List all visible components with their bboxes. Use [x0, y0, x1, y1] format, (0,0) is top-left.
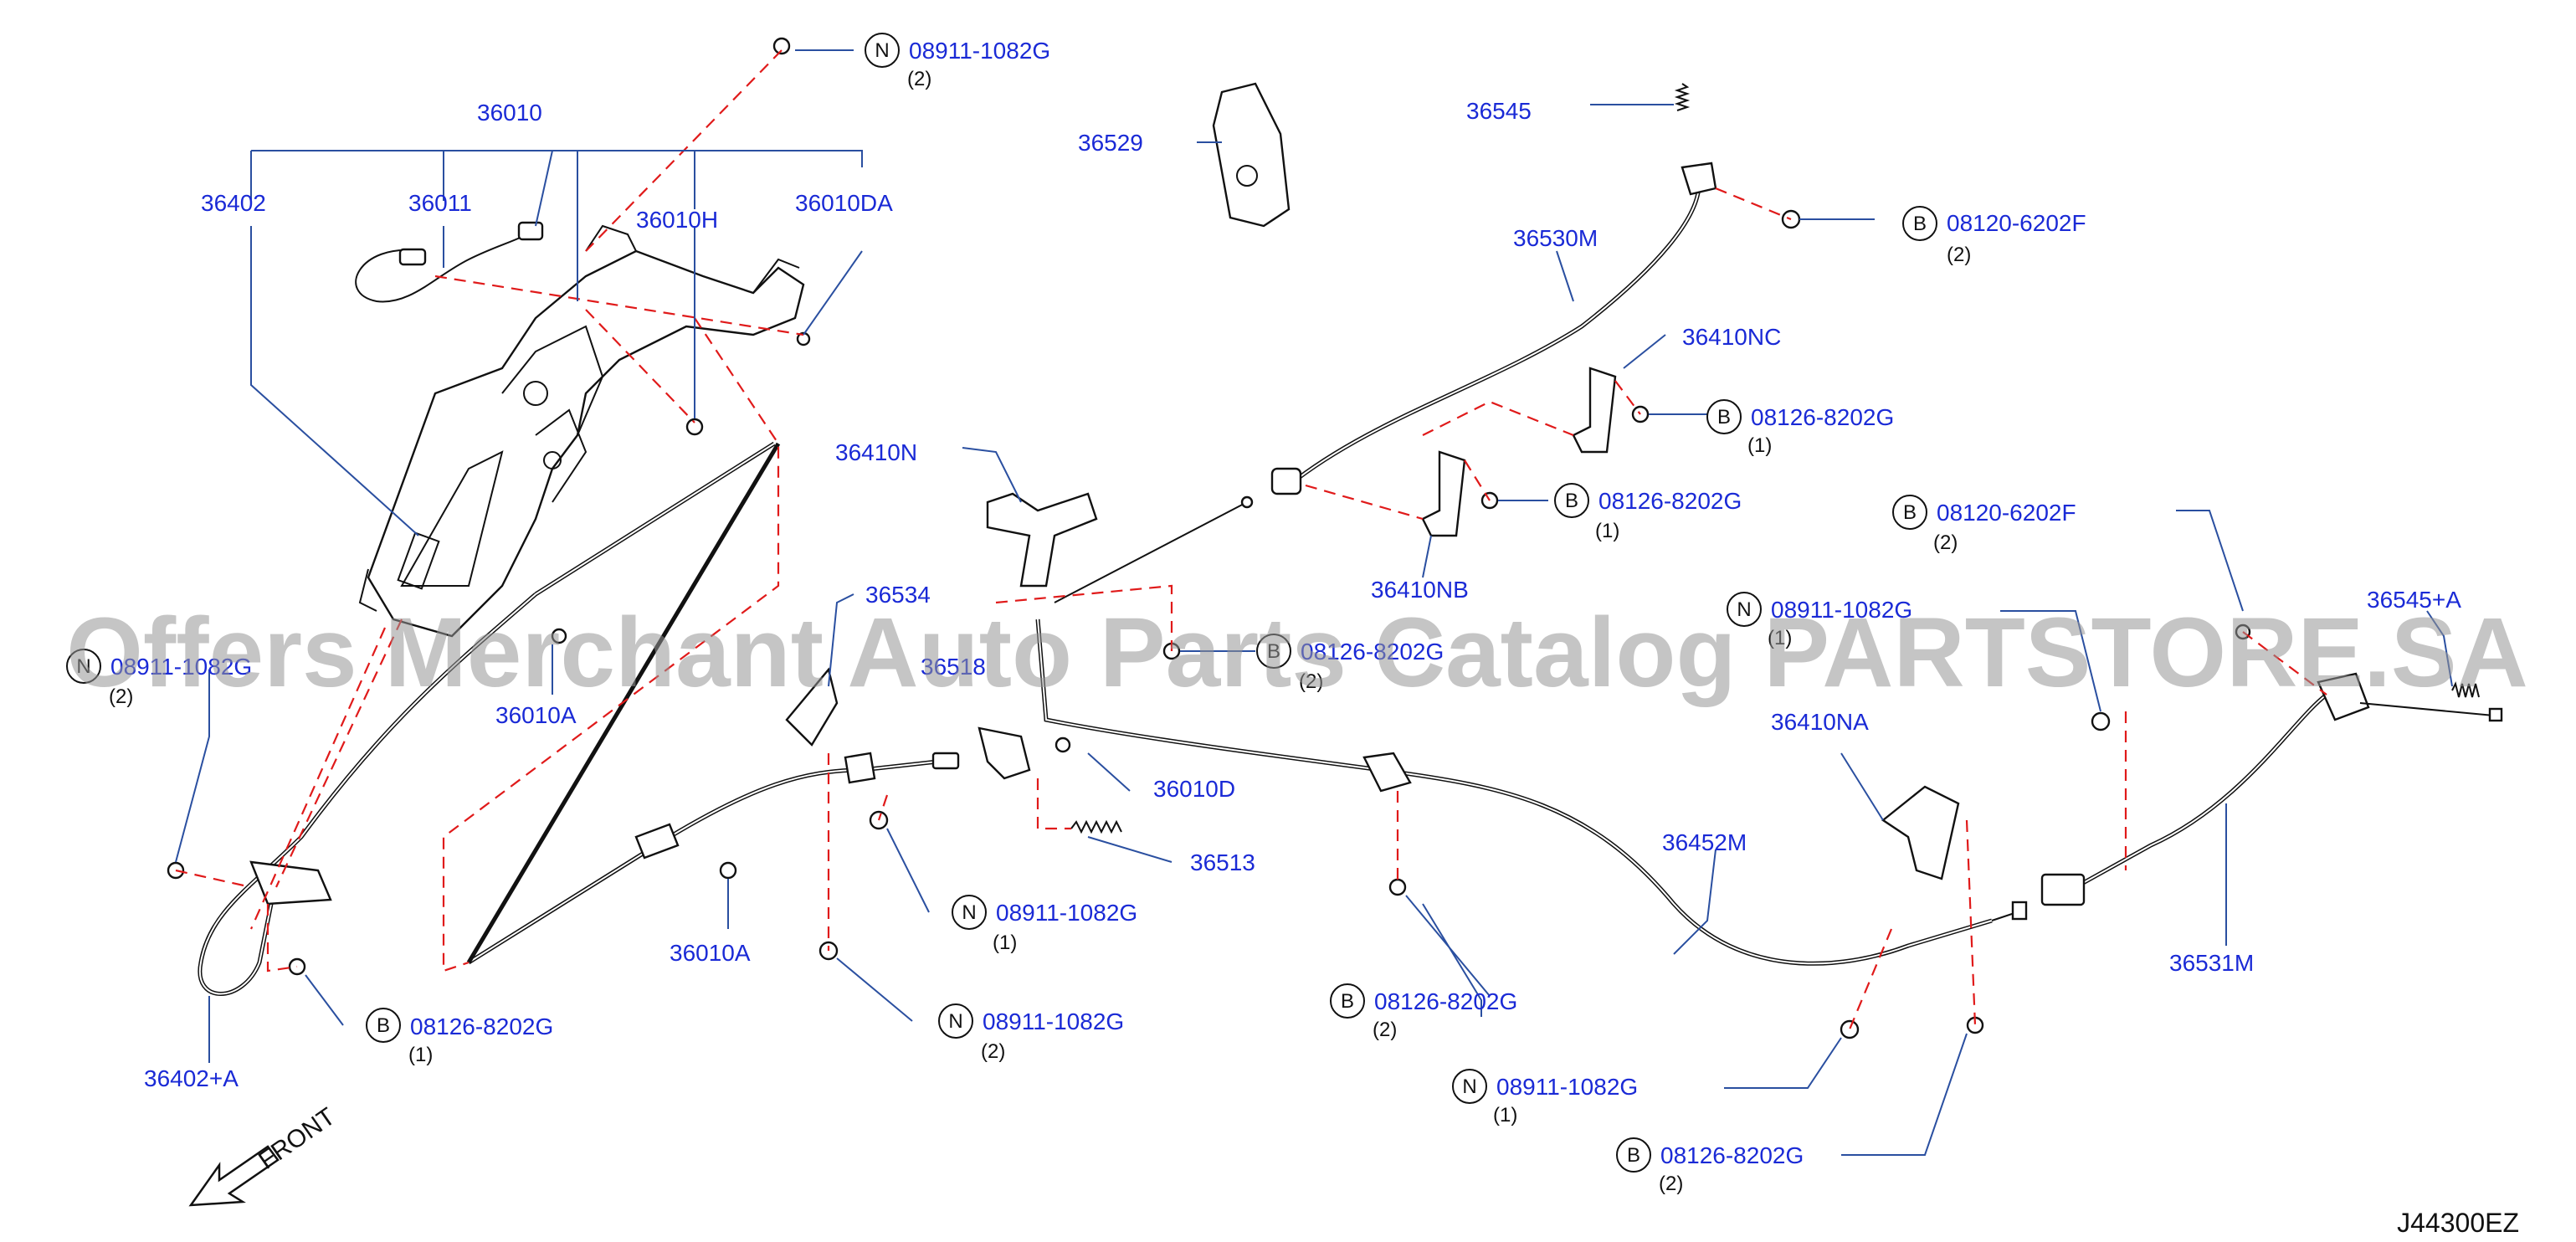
label-36410NC[interactable]: 36410NC	[1682, 324, 1781, 350]
fastener-f9-part[interactable]: 08911-1082G	[996, 900, 1137, 926]
label-36530M[interactable]: 36530M	[1513, 225, 1598, 251]
fastener-f13-part[interactable]: 08911-1082G	[1496, 1074, 1638, 1100]
lever-assembly	[358, 224, 805, 638]
label-36010A-2[interactable]: 36010A	[670, 940, 751, 966]
fastener-f11-qty: (1)	[408, 1044, 433, 1066]
fastener-f3-part[interactable]: 08126-8202G	[1751, 404, 1894, 430]
label-36410NA[interactable]: 36410NA	[1771, 709, 1869, 735]
symbol-f1: N	[875, 39, 889, 62]
front-cable	[198, 441, 776, 996]
symbol-f2: B	[1913, 213, 1927, 235]
fastener-f5-part[interactable]: 08120-6202F	[1937, 500, 2076, 526]
diagram-code: J44300EZ	[2397, 1208, 2519, 1238]
fastener-f7-qty: (2)	[1299, 670, 1323, 693]
symbol-f4: B	[1565, 490, 1578, 512]
label-36531M[interactable]: 36531M	[2169, 950, 2254, 976]
label-36011[interactable]: 36011	[408, 190, 472, 216]
label-36010DA[interactable]: 36010DA	[795, 190, 893, 216]
fastener-callouts: N 08911-1082G (2) B 08120-6202F (2) B 08…	[76, 38, 2086, 1195]
symbol-f11: B	[377, 1014, 390, 1037]
front-label: FRONT	[254, 1102, 341, 1174]
front-indicator: FRONT	[188, 1102, 341, 1207]
fastener-f12-part[interactable]: 08126-8202G	[1374, 988, 1517, 1014]
fastener-f13-qty: (1)	[1493, 1104, 1517, 1127]
fastener-glyphs	[167, 37, 2251, 1039]
part-labels: 36010 36402 36011 36010H 36010DA 36529 3…	[144, 98, 2461, 1091]
fastener-f10-part[interactable]: 08911-1082G	[983, 1008, 1124, 1034]
spring-36545A	[2451, 681, 2480, 698]
front-arrow-icon	[188, 1145, 280, 1207]
cable-36531M	[2040, 672, 2503, 906]
fastener-f1-qty: (2)	[907, 68, 931, 90]
label-36534[interactable]: 36534	[865, 582, 931, 608]
fastener-f6-part[interactable]: 08911-1082G	[1771, 597, 1912, 623]
spring-36545	[1674, 83, 1691, 111]
symbol-f6: N	[1737, 598, 1751, 621]
leader-lines	[175, 49, 2453, 1156]
label-36452M[interactable]: 36452M	[1662, 829, 1747, 855]
bracket-36410N	[986, 492, 1098, 588]
fastener-f11-part[interactable]: 08126-8202G	[410, 1014, 553, 1039]
fastener-f10-qty: (2)	[981, 1040, 1005, 1063]
bracket-36518	[978, 726, 1031, 780]
fastener-f6-qty: (1)	[1768, 627, 1792, 649]
fastener-f7-part[interactable]: 08126-8202G	[1301, 639, 1444, 665]
plate-36529	[1212, 82, 1291, 228]
symbol-circles	[66, 33, 1937, 1173]
fastener-f12-qty: (2)	[1373, 1019, 1397, 1041]
bracket-36534	[785, 667, 839, 747]
fastener-f2-qty: (2)	[1947, 244, 1971, 266]
label-36545[interactable]: 36545	[1466, 98, 1532, 124]
label-36010D[interactable]: 36010D	[1153, 776, 1235, 802]
fastener-f14-part[interactable]: 08126-8202G	[1660, 1142, 1804, 1168]
watermark: Offers Merchant Auto Parts Catalog PARTS…	[66, 598, 2528, 708]
symbol-f14: B	[1627, 1144, 1640, 1167]
symbol-f9: N	[962, 901, 976, 924]
label-36402A[interactable]: 36402+A	[144, 1065, 239, 1091]
symbol-f7: B	[1267, 640, 1280, 663]
symbol-f12: B	[1341, 990, 1354, 1013]
label-36402[interactable]: 36402	[201, 190, 266, 216]
fastener-f8-part[interactable]: 08911-1082G	[110, 654, 252, 680]
fastener-f2-part[interactable]: 08120-6202F	[1947, 210, 2086, 236]
cable-36530M	[1054, 162, 1717, 603]
symbol-f8: N	[76, 655, 90, 678]
fastener-f8-qty: (2)	[109, 685, 133, 708]
label-36010A-1[interactable]: 36010A	[495, 702, 577, 728]
fastener-f4-part[interactable]: 08126-8202G	[1598, 488, 1742, 514]
fastener-f1-part[interactable]: 08911-1082G	[909, 38, 1050, 64]
bracket-36410NC	[1572, 367, 1617, 454]
label-36010H[interactable]: 36010H	[636, 207, 718, 233]
switch-harness	[355, 221, 544, 303]
fastener-f3-qty: (1)	[1747, 434, 1772, 457]
label-36545A[interactable]: 36545+A	[2367, 587, 2461, 613]
label-36513[interactable]: 36513	[1190, 849, 1255, 875]
label-36518[interactable]: 36518	[921, 654, 986, 680]
label-36010[interactable]: 36010	[477, 100, 542, 126]
fastener-f14-qty: (2)	[1659, 1173, 1683, 1195]
cable-36452M	[1035, 618, 2028, 966]
drawing	[167, 37, 2503, 1039]
label-36410NB[interactable]: 36410NB	[1371, 577, 1469, 603]
bracket-36410NA	[1881, 785, 1960, 880]
symbol-f5: B	[1903, 501, 1917, 524]
spring-36513	[1070, 819, 1122, 834]
fastener-f9-qty: (1)	[993, 932, 1017, 954]
symbol-f13: N	[1462, 1075, 1476, 1098]
bracket-36410NB	[1421, 450, 1466, 537]
symbol-f10: N	[948, 1010, 962, 1033]
fastener-f5-qty: (2)	[1933, 531, 1958, 554]
fastener-f4-qty: (1)	[1595, 520, 1619, 542]
symbol-f3: B	[1717, 406, 1731, 429]
label-36529[interactable]: 36529	[1078, 130, 1143, 156]
label-36410N[interactable]: 36410N	[835, 439, 917, 465]
